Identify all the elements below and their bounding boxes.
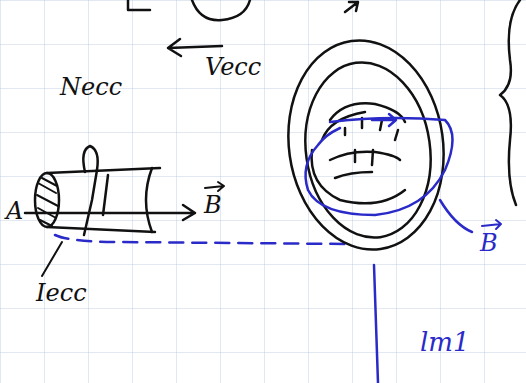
voltage-label: Vecc [203, 54, 263, 80]
partial-arc [192, 0, 250, 20]
field-label: B [478, 230, 500, 256]
field-label: B [202, 192, 224, 218]
leader-line [42, 242, 62, 276]
flux-loop [306, 114, 501, 232]
length-line [374, 265, 378, 383]
brace [500, 0, 520, 205]
length-label: lm1 [418, 328, 472, 356]
turns-label: Necc [58, 74, 124, 100]
current-label: Iecc [34, 280, 89, 306]
path-dashed [55, 235, 350, 244]
solenoid [25, 146, 195, 235]
partial-letter [128, 0, 150, 10]
vector-mark [205, 182, 224, 191]
toroid [275, 2, 457, 260]
area-label: A [4, 198, 25, 224]
